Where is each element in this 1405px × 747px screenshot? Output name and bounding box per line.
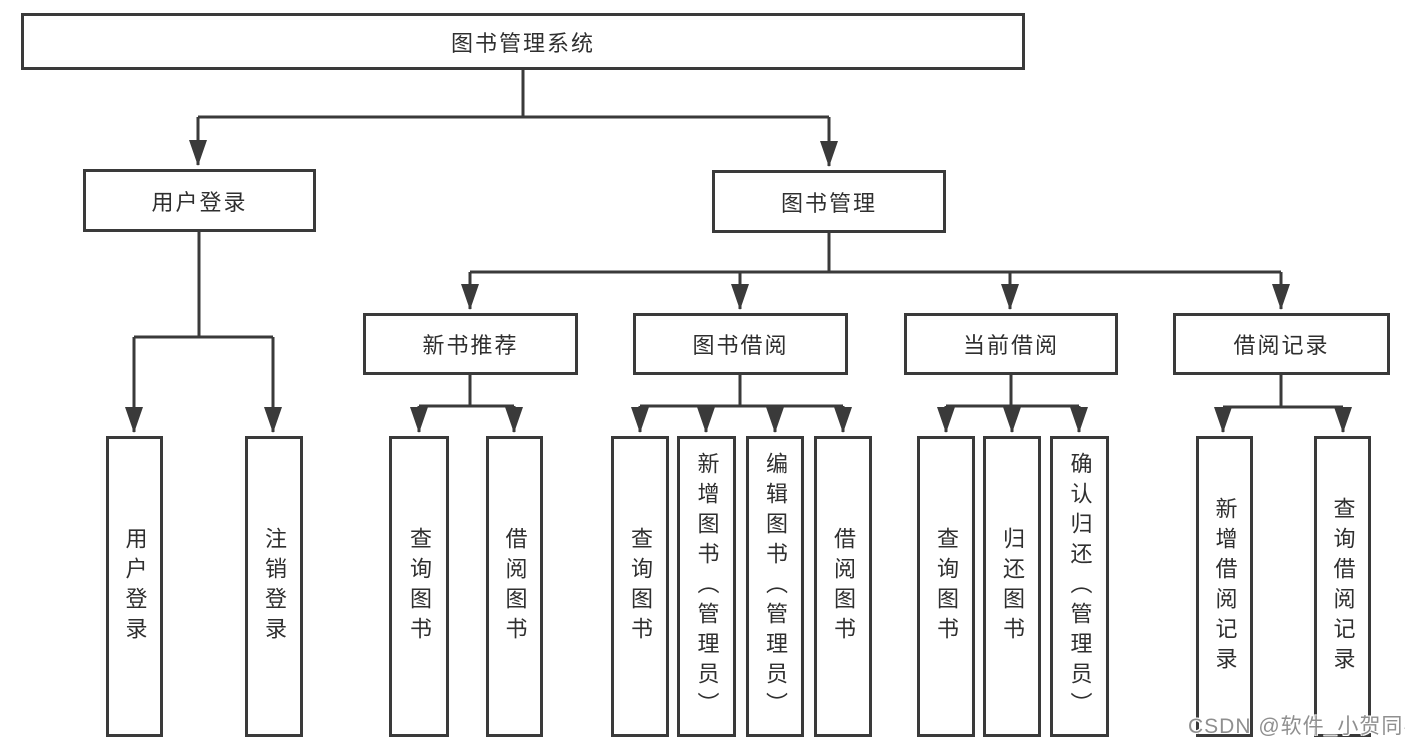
- leaf-newbook-query: 查询图书: [389, 436, 449, 737]
- leaf-newbook-query-label: 查询图书: [407, 526, 432, 647]
- connector-current-borrow: [937, 375, 1088, 433]
- node-user-login-label: 用户登录: [151, 189, 248, 215]
- leaf-logout: 注销登录: [245, 436, 303, 737]
- node-current-borrow: 当前借阅: [904, 313, 1118, 375]
- leaf-current-query: 查询图书: [917, 436, 975, 737]
- node-new-book-recommend-label: 新书推荐: [422, 333, 519, 358]
- leaf-current-confirm-label: 确认归还（管理员）: [1067, 451, 1093, 722]
- leaf-newbook-borrow: 借阅图书: [486, 436, 543, 737]
- node-current-borrow-label: 当前借阅: [962, 333, 1059, 358]
- leaf-logout-label: 注销登录: [262, 526, 287, 647]
- connector-book-borrow: [631, 375, 852, 433]
- leaf-borrow-edit: 编辑图书（管理员）: [746, 436, 804, 737]
- leaf-records-query-label: 查询借阅记录: [1330, 496, 1356, 677]
- leaf-records-query: 查询借阅记录: [1314, 436, 1371, 737]
- leaf-records-add-label: 新增借阅记录: [1212, 496, 1238, 677]
- leaf-user-login: 用户登录: [106, 436, 163, 737]
- leaf-borrow-edit-label: 编辑图书（管理员）: [763, 451, 788, 722]
- node-book-borrow: 图书借阅: [633, 313, 848, 375]
- leaf-records-add: 新增借阅记录: [1196, 436, 1253, 737]
- leaf-borrow-borrow-label: 借阅图书: [831, 526, 856, 647]
- csdn-watermark: CSDN @软件_小贺同学: [1188, 715, 1405, 738]
- leaf-borrow-borrow: 借阅图书: [814, 436, 872, 737]
- leaf-current-return-label: 归还图书: [1000, 526, 1025, 647]
- node-book-management-label: 图书管理: [780, 190, 877, 216]
- node-root: 图书管理系统: [21, 13, 1025, 70]
- leaf-current-return: 归还图书: [983, 436, 1041, 737]
- node-borrow-records: 借阅记录: [1173, 313, 1390, 375]
- leaf-borrow-add-label: 新增图书（管理员）: [694, 451, 720, 722]
- connector-new-book: [410, 375, 523, 433]
- node-borrow-records-label: 借阅记录: [1233, 333, 1330, 358]
- leaf-current-query-label: 查询图书: [934, 526, 959, 647]
- node-book-management: 图书管理: [712, 170, 946, 233]
- connector-borrow-records: [1214, 375, 1352, 433]
- leaf-user-login-label: 用户登录: [122, 526, 148, 647]
- connector-root: [189, 70, 838, 167]
- leaf-newbook-borrow-label: 借阅图书: [502, 526, 528, 647]
- node-book-borrow-label: 图书借阅: [692, 333, 789, 358]
- leaf-current-confirm: 确认归还（管理员）: [1050, 436, 1109, 737]
- leaf-borrow-query: 查询图书: [611, 436, 669, 737]
- node-new-book-recommend: 新书推荐: [363, 313, 578, 375]
- connector-book-management: [461, 233, 1290, 310]
- connector-user-login: [125, 232, 282, 433]
- node-user-login: 用户登录: [83, 169, 316, 232]
- node-root-label: 图书管理系统: [450, 30, 595, 56]
- leaf-borrow-query-label: 查询图书: [628, 526, 653, 647]
- leaf-borrow-add: 新增图书（管理员）: [677, 436, 736, 737]
